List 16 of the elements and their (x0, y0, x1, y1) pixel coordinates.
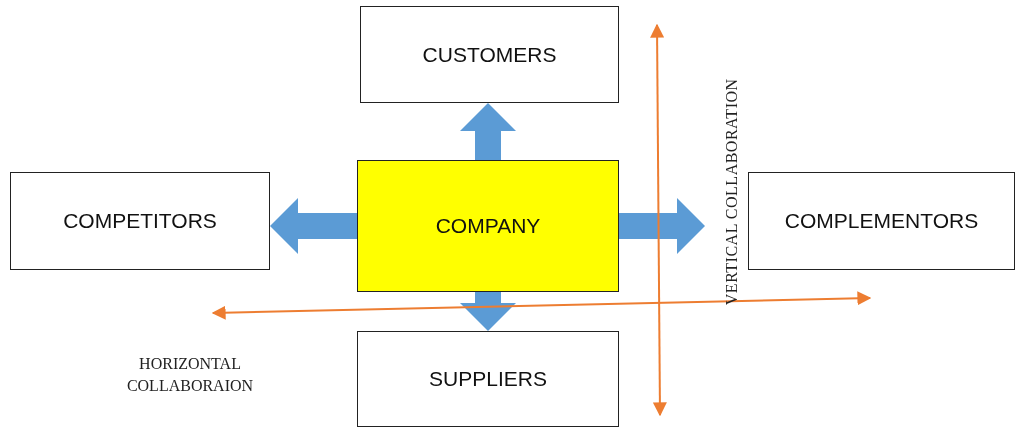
axis-label: HORIZONTAL COLLABORAION (125, 354, 255, 396)
block-arrow (460, 103, 516, 160)
node-label: COMPLEMENTORS (784, 209, 979, 233)
company-box (357, 160, 619, 292)
block-arrow (619, 198, 705, 254)
block-arrow (270, 198, 357, 254)
node-label: COMPETITORS (63, 209, 217, 233)
block-arrow (460, 292, 516, 331)
entity-box (748, 172, 1015, 270)
node-label: CUSTOMERS (422, 42, 557, 67)
entity-box (10, 172, 270, 270)
axis-label: VERTICAL COLLABORATION (722, 77, 742, 308)
entity-box (360, 6, 619, 103)
node-label: COMPANY (435, 214, 541, 238)
node-label: SUPPLIERS (429, 367, 547, 391)
entity-box (357, 331, 619, 427)
